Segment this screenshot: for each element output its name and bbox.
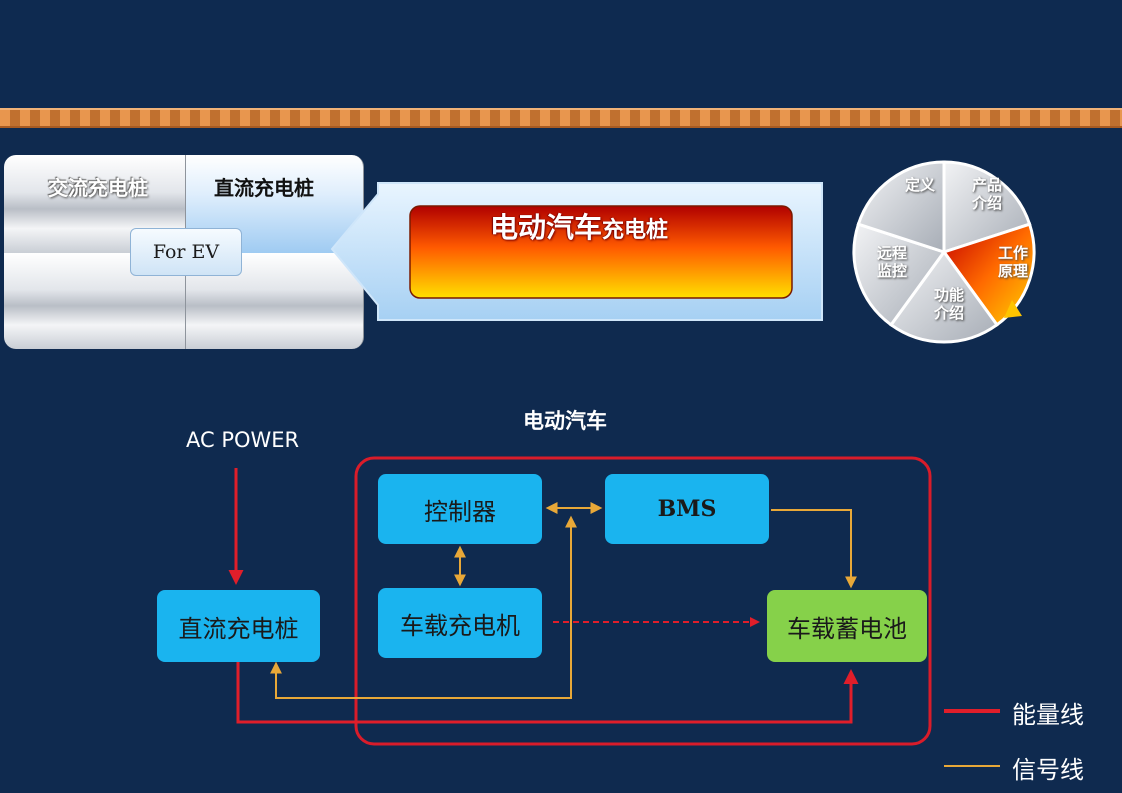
wheel-segment-definition[interactable] [856,160,946,255]
energy-line-pile-to-battery [236,662,859,724]
node-controller: 控制器 [378,474,542,544]
wheel-pointer-icon [1004,300,1022,318]
wheel-label-definition: 定义 [904,176,935,194]
node-dc-pile: 直流充电桩 [157,590,320,662]
decorative-stripe [0,108,1122,128]
signal-line-pile-controller [270,515,577,699]
node-onboard-charger: 车载充电机 [378,588,542,658]
section-title: 电动汽车 [523,409,607,433]
wheel-segment-function[interactable] [889,249,999,344]
tab-ac-pile-label: 交流充电桩 [48,176,148,200]
wheel-segment-monitor[interactable] [852,222,947,327]
signal-line-bms-battery [771,509,857,589]
wheel-label-principle: 工作 原理 [997,244,1028,280]
wheel-segment-product[interactable] [942,160,1032,255]
wheel-label-monitor: 远程 监控 [876,244,907,280]
legend-energy-label: 能量线 [1012,701,1084,729]
banner-title-main: 电动汽车 [490,211,603,244]
top-band [0,0,1122,108]
banner-gradient-bar [409,205,793,299]
wheel-label-product: 产品 介绍 [971,176,1002,212]
banner-title-sub: 充电桩 [602,218,669,243]
wheel-segment-principle[interactable] [941,222,1036,327]
node-battery: 车载蓄电池 [767,590,927,662]
nav-wheel [852,160,1036,344]
tab-dc-pile-label: 直流充电桩 [214,176,314,200]
node-bms: BMS [605,474,769,544]
wheel-label-function: 功能 介绍 [933,286,964,322]
ac-power-label: AC POWER [186,428,300,452]
for-ev-badge: For EV [130,228,242,276]
banner-title: 电动汽车充电桩 [410,206,790,246]
legend-signal-label: 信号线 [1012,756,1084,784]
